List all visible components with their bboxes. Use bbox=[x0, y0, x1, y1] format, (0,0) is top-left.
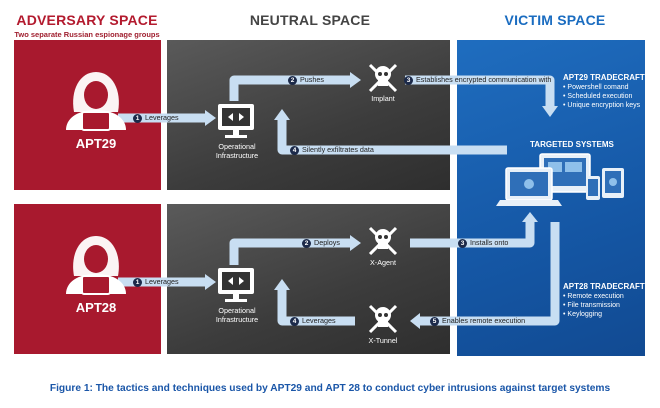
hacker-icon-apt28 bbox=[66, 236, 126, 295]
implant-label: Implant bbox=[371, 94, 395, 103]
monitor-icon-apt29 bbox=[218, 104, 254, 138]
step-text: Enables remote execution bbox=[442, 316, 526, 325]
apt28-infra-label: Operational Infrastructure bbox=[215, 306, 259, 324]
arrow-apt28-deploys bbox=[229, 238, 350, 265]
victim-space-header: VICTIM SPACE bbox=[504, 12, 606, 28]
tradecraft-text: Scheduled execution bbox=[567, 93, 633, 100]
apt28-tradecraft-item: • Remote execution bbox=[563, 293, 624, 300]
skull-crossbones-icon-implant bbox=[368, 63, 398, 93]
apt29-tradecraft-title: APT29 TRADECRAFT bbox=[563, 73, 645, 82]
tradecraft-text: Powershell comand bbox=[567, 84, 629, 91]
figure-caption: Figure 1: The tactics and techniques use… bbox=[49, 383, 611, 394]
tradecraft-text: Unique encryption keys bbox=[567, 102, 641, 109]
apt29-tradecraft-item: • Scheduled execution bbox=[563, 93, 633, 100]
tradecraft-text: File transmission bbox=[567, 302, 620, 309]
adversary-space-header: ADVERSARY SPACE bbox=[16, 12, 158, 28]
step-text: Leverages bbox=[145, 277, 179, 286]
apt28-tradecraft-item: • Keylogging bbox=[563, 311, 603, 318]
xagent-label: X-Agent bbox=[370, 258, 396, 267]
step-text: Installs onto bbox=[470, 238, 509, 247]
apt28-label: APT28 bbox=[75, 300, 117, 315]
step-text: Deploys bbox=[314, 238, 340, 247]
apt28-tradecraft-title: APT28 TRADECRAFT bbox=[563, 282, 645, 291]
arrow-apt28-enables bbox=[420, 222, 560, 326]
step-text: Pushes bbox=[300, 75, 324, 84]
step-badge: 2 bbox=[288, 75, 297, 85]
arrow-apt29-establishes bbox=[405, 75, 555, 106]
neutral-panel-apt28 bbox=[167, 204, 450, 354]
devices-icon bbox=[496, 153, 624, 206]
apt28-tradecraft-item: • File transmission bbox=[563, 302, 620, 309]
apt29-tradecraft-item: • Unique encryption keys bbox=[563, 102, 641, 109]
tradecraft-text: Remote execution bbox=[567, 293, 624, 300]
step-badge: 3 bbox=[458, 238, 467, 248]
arrow-apt29-pushes bbox=[229, 75, 350, 101]
hacker-icon-apt29 bbox=[66, 72, 126, 131]
apt29-tradecraft-item: • Powershell comand bbox=[563, 84, 629, 91]
xtunnel-label: X-Tunnel bbox=[368, 336, 398, 345]
neutral-panel-apt29 bbox=[167, 40, 450, 190]
step-badge: 4 bbox=[290, 316, 299, 326]
neutral-space-header: NEUTRAL SPACE bbox=[249, 12, 371, 28]
step-badge: 2 bbox=[302, 238, 311, 248]
arrow-apt28-installs bbox=[410, 222, 535, 248]
monitor-icon-apt28 bbox=[218, 268, 254, 302]
step-badge: 1 bbox=[133, 113, 142, 123]
targeted-systems-label: TARGETED SYSTEMS bbox=[530, 140, 614, 149]
arrow-apt28-xtunnel-leverages bbox=[277, 290, 355, 326]
arrow-apt29-exfiltrates bbox=[277, 120, 507, 155]
step-badge: 3 bbox=[404, 75, 413, 85]
skull-crossbones-icon-xagent bbox=[368, 226, 398, 256]
skull-crossbones-icon-xtunnel bbox=[368, 304, 398, 334]
step-text: Establishes encrypted communication with bbox=[416, 75, 552, 84]
apt29-label: APT29 bbox=[75, 136, 117, 151]
step-text: Leverages bbox=[302, 316, 336, 325]
step-text: Silently exfiltrates data bbox=[302, 145, 374, 154]
tradecraft-text: Keylogging bbox=[567, 311, 603, 318]
adversary-space-subtitle: Two separate Russian espionage groups bbox=[14, 30, 160, 39]
step-badge: 1 bbox=[133, 277, 142, 287]
step-badge: 4 bbox=[290, 145, 299, 155]
apt29-infra-label: Operational Infrastructure bbox=[215, 142, 259, 160]
step-badge: 5 bbox=[430, 316, 439, 326]
step-text: Leverages bbox=[145, 113, 179, 122]
